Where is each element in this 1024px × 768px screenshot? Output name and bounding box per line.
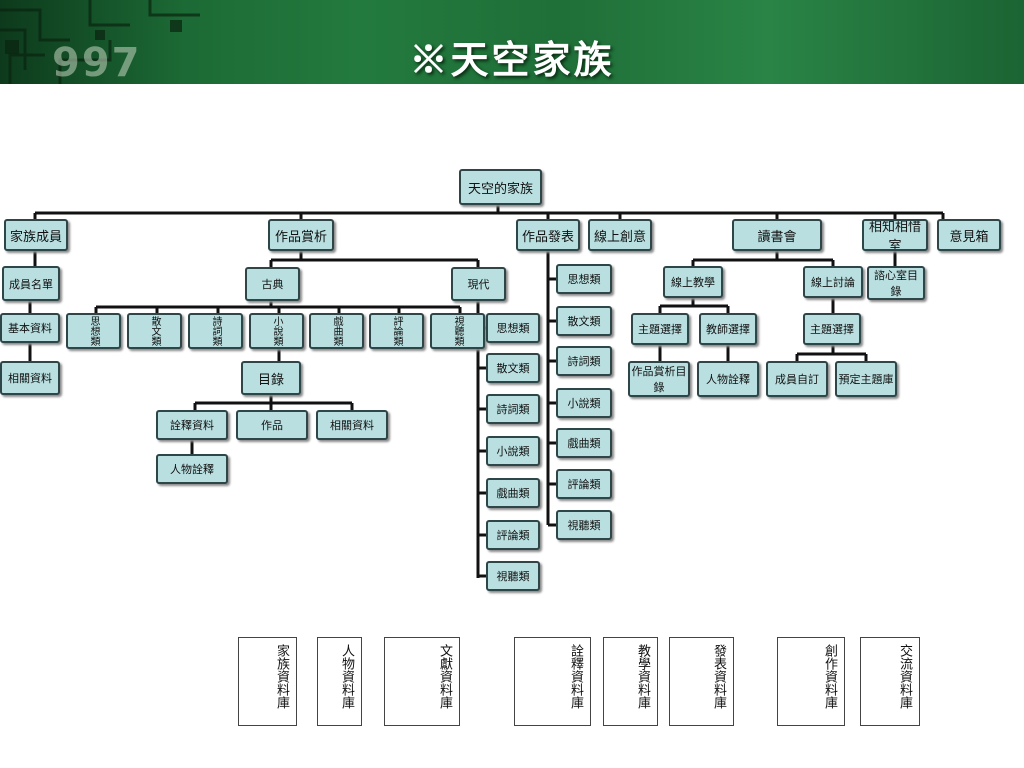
node-online-discussion: 線上討論 xyxy=(803,266,863,298)
node-publish-drama: 戲曲類 xyxy=(556,428,612,458)
db-family: 家族資料庫 xyxy=(238,637,297,726)
node-work-publish: 作品發表 xyxy=(516,219,580,251)
node-teacher-select: 教師選擇 xyxy=(699,313,757,345)
node-classic: 古典 xyxy=(245,267,300,301)
db-exchange: 交流資料庫 xyxy=(860,637,920,726)
db-literature: 文獻資料庫 xyxy=(384,637,460,726)
node-publish-thought: 思想類 xyxy=(556,264,612,294)
page-title: ※天空家族 xyxy=(409,37,615,82)
node-classic-novel: 小說類 xyxy=(249,313,304,349)
node-catalog: 目錄 xyxy=(241,361,301,395)
node-member-list: 成員名單 xyxy=(2,266,60,301)
node-publish-prose: 散文類 xyxy=(556,306,612,336)
node-topic-select-teaching: 主題選擇 xyxy=(631,313,689,345)
node-modern-audiovisual: 視聽類 xyxy=(486,561,540,591)
node-suggestion-box: 意見箱 xyxy=(937,219,1001,251)
db-teaching: 教學資料庫 xyxy=(603,637,658,726)
node-publish-novel: 小說類 xyxy=(556,388,612,418)
node-family-members: 家族成員 xyxy=(4,219,68,251)
node-modern-novel: 小說類 xyxy=(486,436,540,466)
node-modern-drama: 戲曲類 xyxy=(486,478,540,508)
node-modern-review: 評論類 xyxy=(486,520,540,550)
node-modern: 現代 xyxy=(451,267,506,301)
node-classic-thought: 思想類 xyxy=(66,313,121,349)
node-consult-catalog: 諮心室目錄 xyxy=(867,266,925,300)
node-work-appreciation: 作品賞析 xyxy=(268,219,334,251)
node-root: 天空的家族 xyxy=(459,169,542,205)
node-modern-poetry: 詩詞類 xyxy=(486,394,540,424)
db-creation: 創作資料庫 xyxy=(777,637,845,726)
circuit-board-decoration xyxy=(0,0,200,84)
node-online-creative: 線上創意 xyxy=(588,219,652,251)
node-classic-prose: 散文類 xyxy=(127,313,182,349)
node-related-info: 相關資料 xyxy=(0,361,60,395)
node-publish-poetry: 詩詞類 xyxy=(556,346,612,376)
db-publish: 發表資料庫 xyxy=(669,637,734,726)
node-topic-select-discussion: 主題選擇 xyxy=(803,313,861,345)
header-banner: 997 ※天空家族 xyxy=(0,0,1024,84)
node-online-teaching: 線上教學 xyxy=(663,266,723,298)
node-care-room: 相知相惜室 xyxy=(862,219,928,251)
db-interpretation: 詮釋資料庫 xyxy=(514,637,591,726)
node-publish-audiovisual: 視聽類 xyxy=(556,510,612,540)
node-preset-topic-library: 預定主題庫 xyxy=(835,361,897,397)
node-publish-review: 評論類 xyxy=(556,469,612,499)
node-member-custom: 成員自訂 xyxy=(766,361,828,397)
node-classic-audiovisual: 視聽類 xyxy=(430,313,485,349)
node-book-club: 讀書會 xyxy=(732,219,822,251)
node-classic-drama: 戲曲類 xyxy=(309,313,364,349)
node-works: 作品 xyxy=(236,410,308,440)
node-basic-info: 基本資料 xyxy=(0,313,60,343)
node-modern-prose: 散文類 xyxy=(486,353,540,383)
node-classic-review: 評論類 xyxy=(369,313,424,349)
banner-number: 997 xyxy=(52,40,142,84)
node-character-interpretation-teaching: 人物詮釋 xyxy=(697,361,759,397)
node-work-appreciation-catalog: 作品賞析目錄 xyxy=(628,361,690,397)
node-character-interpretation: 人物詮釋 xyxy=(156,454,228,484)
db-character: 人物資料庫 xyxy=(317,637,362,726)
node-novel-related-data: 相關資料 xyxy=(316,410,388,440)
node-interpretation-data: 詮釋資料 xyxy=(156,410,228,440)
node-modern-thought: 思想類 xyxy=(486,313,540,343)
node-classic-poetry: 詩詞類 xyxy=(188,313,243,349)
